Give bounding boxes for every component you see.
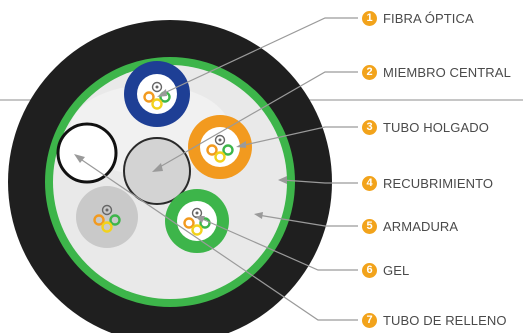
callout-number-badge: 1 [362, 10, 377, 26]
callout-recubrimiento: 4 RECUBRIMIENTO [362, 172, 493, 194]
callout-fibra-optica: 1 FIBRA ÓPTICA [362, 7, 474, 29]
leader-line-7 [78, 157, 358, 321]
callout-number-badge: 3 [362, 119, 377, 135]
callout-number-badge: 6 [362, 262, 377, 278]
loose-tube-gray [76, 186, 138, 248]
loose-tube-blue [124, 61, 190, 127]
leader-line-2 [157, 71, 358, 169]
callout-label: GEL [383, 262, 410, 278]
leader-line-5 [257, 214, 358, 227]
callout-number-badge: 2 [362, 64, 377, 80]
callout-number-badge: 4 [362, 175, 377, 191]
arrowhead-1 [157, 89, 167, 97]
callout-label: RECUBRIMIENTO [383, 175, 494, 191]
callout-label: ARMADURA [383, 218, 459, 234]
callout-label: TUBO DE RELLENO [383, 312, 507, 328]
arrowhead-5 [254, 212, 263, 219]
callout-tubo-holgado: 3 TUBO HOLGADO [362, 116, 489, 138]
filler-tube [56, 122, 118, 184]
callout-miembro-central: 2 MIEMBRO CENTRAL [362, 61, 511, 83]
leader-line-3 [239, 126, 358, 147]
leader-line-1 [159, 17, 358, 96]
callout-gel: 6 GEL [362, 259, 409, 281]
callout-number-badge: 5 [362, 218, 377, 234]
callout-armadura: 5 ARMADURA [362, 215, 458, 237]
arrowhead-2 [152, 163, 163, 172]
callout-number-badge: 7 [362, 312, 377, 328]
arrowhead-7 [74, 154, 85, 163]
arrowhead-6 [195, 216, 205, 223]
loose-tube-orange [188, 115, 252, 179]
callout-label: FIBRA ÓPTICA [383, 10, 474, 26]
arrowhead-3 [236, 141, 246, 148]
leader-line-4 [281, 179, 358, 184]
arrowhead-4 [278, 176, 287, 184]
loose-tube-green [165, 189, 229, 253]
callout-tubo-de-relleno: 7 TUBO DE RELLENO [362, 309, 507, 331]
callout-label: MIEMBRO CENTRAL [383, 64, 511, 80]
callout-label: TUBO HOLGADO [383, 119, 489, 135]
leader-line-6 [199, 217, 358, 271]
